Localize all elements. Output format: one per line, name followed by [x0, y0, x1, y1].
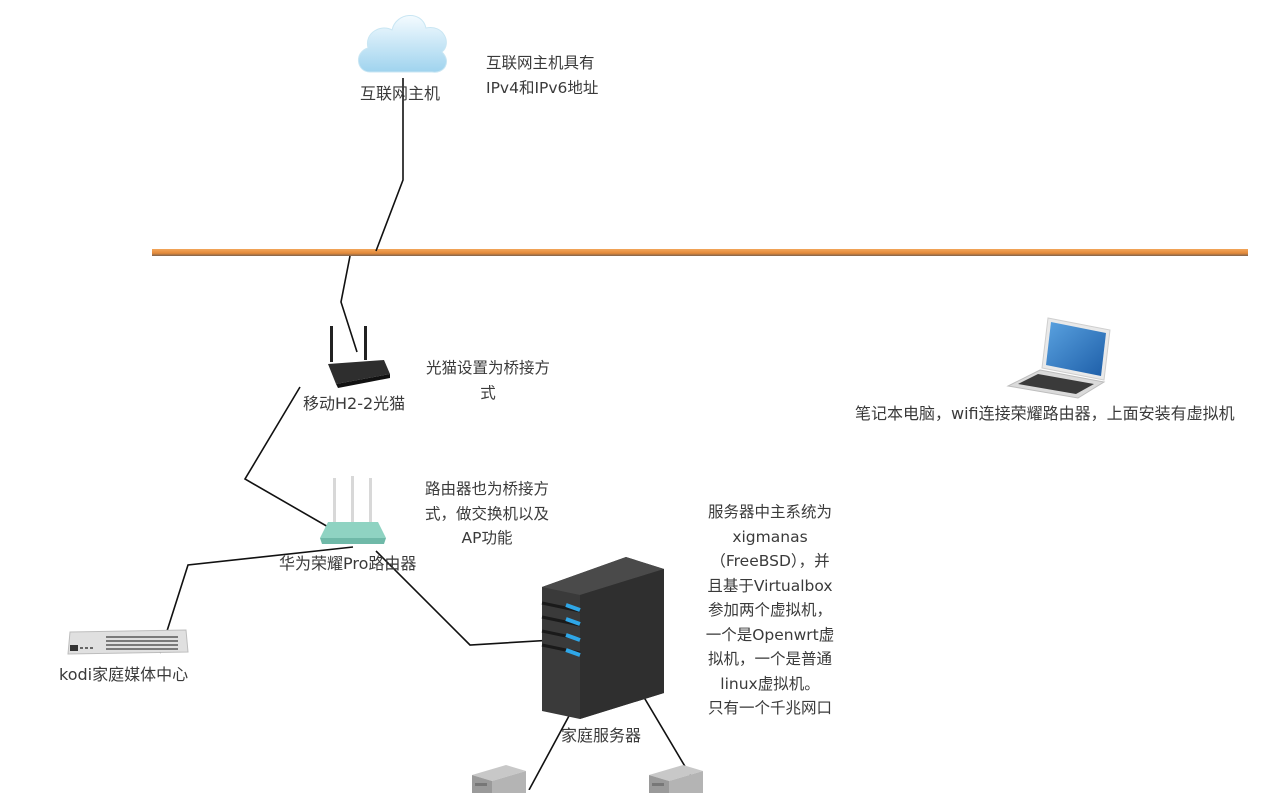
kodi-label: kodi家庭媒体中心: [59, 665, 189, 684]
router-note: 路由器也为桥接方 式，做交换机以及 AP功能: [414, 477, 560, 551]
modem-note-line: 式: [480, 383, 496, 402]
router-note-line: AP功能: [461, 529, 513, 547]
router-note-line: 路由器也为桥接方: [424, 480, 549, 498]
server-note-line: （FreeBSD），并: [710, 552, 830, 570]
internet-note-line: IPv4和IPv6地址: [486, 78, 599, 97]
server-note-line: 参加两个虚拟机，: [707, 601, 832, 619]
laptop-label: 笔记本电脑，wifi连接荣耀路由器，上面安装有虚拟机: [855, 404, 1235, 423]
cloud-icon: [358, 15, 447, 73]
server-note-line: 一个是Openwrt虚: [705, 625, 835, 644]
modem-label: 移动H2-2光猫: [303, 394, 406, 413]
router-note-line: 式，做交换机以及: [424, 504, 549, 523]
server-note-line: 拟机，一个是普通: [707, 650, 832, 668]
link-modem-router: [243, 386, 357, 544]
server-note-line: 只有一个千兆网口: [707, 699, 832, 717]
media-box-icon: [67, 629, 189, 655]
server-note-line: xigmanas: [732, 527, 808, 546]
link-router-kodi: [159, 546, 354, 654]
link-internet-backbone: [375, 78, 404, 252]
internet-backbone-line: [152, 249, 1248, 256]
home-server-label: 家庭服务器: [561, 726, 642, 745]
server-note-line: linux虚拟机。: [720, 674, 820, 693]
modem-icon: [328, 326, 390, 388]
link-backbone-modem: [340, 255, 358, 353]
vm-server-icon: [649, 765, 703, 793]
server-tower-icon: [541, 557, 664, 719]
vm-server-icon: [472, 765, 526, 793]
server-note: 服务器中主系统为 xigmanas （FreeBSD），并 且基于Virtual…: [694, 500, 846, 721]
modem-note: 光猫设置为桥接方 式: [418, 356, 558, 405]
server-note-line: 且基于Virtualbox: [707, 576, 833, 595]
router-icon: [320, 476, 386, 544]
internet-note: 互联网主机具有 IPv4和IPv6地址: [486, 51, 598, 100]
internet-note-line: 互联网主机具有: [486, 54, 595, 72]
internet-host-label: 互联网主机: [360, 84, 441, 103]
router-label: 华为荣耀Pro路由器: [279, 554, 417, 573]
server-note-line: 服务器中主系统为: [707, 503, 832, 521]
laptop-icon: [1006, 317, 1111, 399]
modem-note-line: 光猫设置为桥接方: [425, 359, 550, 377]
